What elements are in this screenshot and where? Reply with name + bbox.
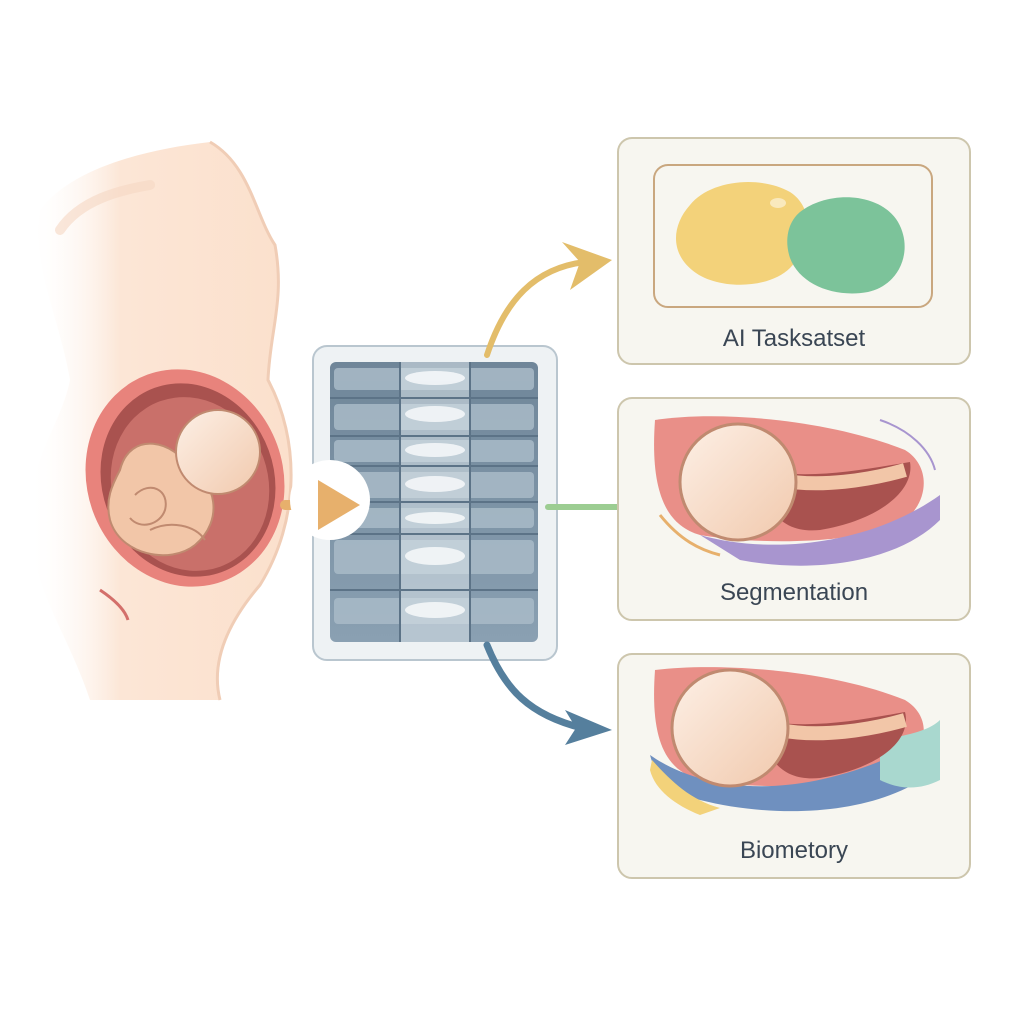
input-arrow-head xyxy=(318,480,360,530)
segmentation-fetus-icon xyxy=(654,416,940,566)
panel-segmentation: Segmentation xyxy=(617,397,971,621)
panel-segmentation-label: Segmentation xyxy=(720,579,868,606)
arrow-to-classification xyxy=(484,242,612,358)
biometry-fetus-icon xyxy=(650,667,940,815)
panel-classification: AI Tasksatset xyxy=(617,137,971,365)
uterus-fetus-icon xyxy=(85,369,285,621)
panel-biometry: Biometory xyxy=(617,653,971,879)
panel-biometry-label: Biometory xyxy=(740,837,848,864)
ultrasound-scan-stack-icon xyxy=(290,345,558,661)
panel-classification-label: AI Tasksatset xyxy=(723,325,866,352)
blob-cluster-icon xyxy=(676,182,905,294)
arrow-to-biometry xyxy=(483,641,612,745)
